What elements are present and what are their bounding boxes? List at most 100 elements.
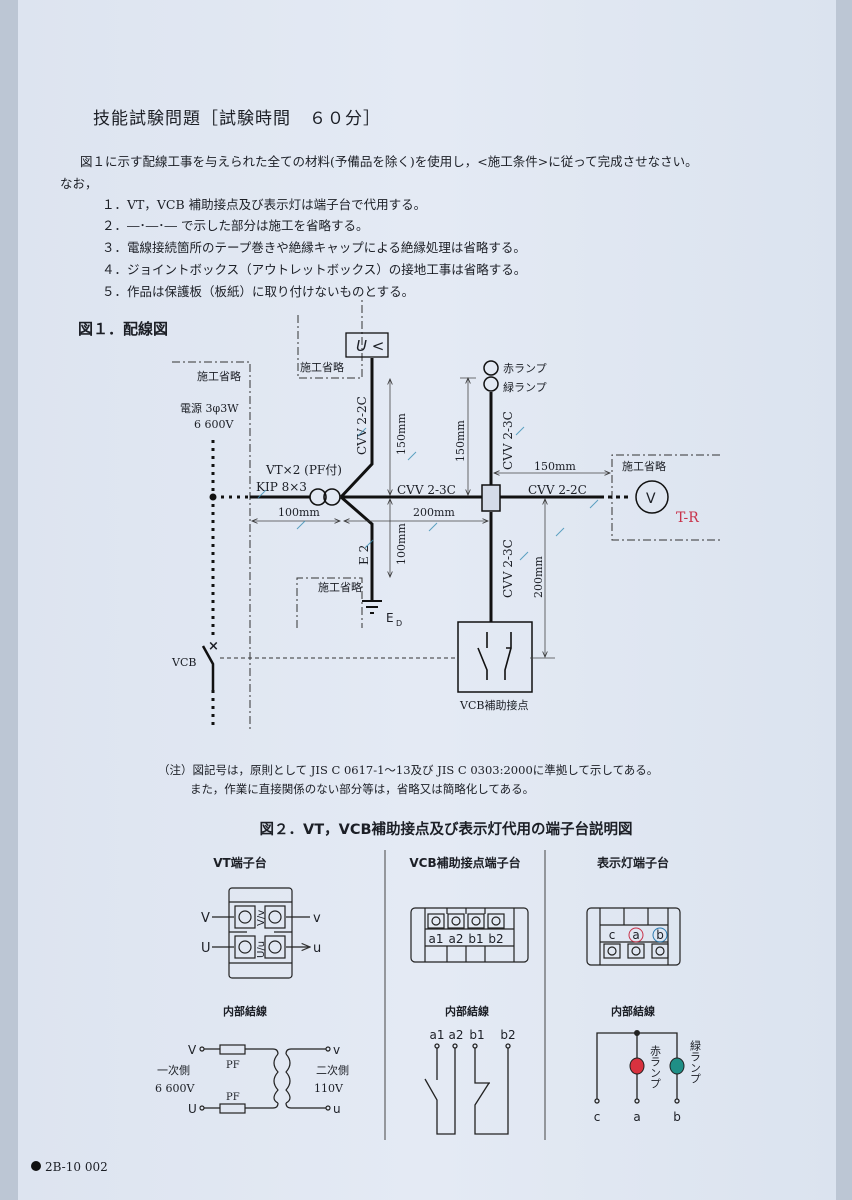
instruction-nao: なお， bbox=[60, 176, 98, 191]
vt-terminal-V: V bbox=[201, 911, 210, 926]
earth-label: E bbox=[386, 611, 394, 625]
vcb-internal-wiring bbox=[424, 1043, 511, 1135]
lamp-heading: 表示灯端子台 bbox=[596, 855, 669, 870]
instruction-intro: 図１に示す配線工事を与えられた全ての材料(予備品を除く)を使用し，<施工条件>に… bbox=[80, 154, 698, 169]
omitted-label: 施工省略 bbox=[197, 369, 241, 383]
cable-label: CVV 2-3C bbox=[501, 539, 515, 598]
vt-label-Vv: V/v bbox=[256, 910, 267, 926]
lamp-internal-terminal: b bbox=[673, 1110, 681, 1124]
junction-dot bbox=[634, 1030, 640, 1036]
page-title: 技能試験問題［試験時間 ６０分］ bbox=[93, 109, 381, 129]
condition-item: ２．―･―･― で示した部分は施工を省略する。 bbox=[102, 218, 369, 233]
condition-item: ３．電線接続箇所のテープ巻きや絶縁キャップによる絶縁処理は省略する。 bbox=[102, 240, 526, 255]
note-line-1: （注）図記号は，原則として JIS C 0617-1～13及び JIS C 03… bbox=[158, 763, 659, 777]
green-lamp-icon bbox=[669, 1057, 685, 1075]
vt-terminal-block bbox=[212, 887, 310, 979]
internal-heading: 内部結線 bbox=[223, 1004, 267, 1018]
vcb-heading: VCB補助接点端子台 bbox=[409, 855, 520, 870]
vt-terminal-U: U bbox=[201, 941, 211, 956]
voltmeter-label: V bbox=[646, 491, 656, 507]
power-source-label: 電源 3φ3W bbox=[180, 401, 239, 415]
voltmeter-icon bbox=[635, 480, 669, 514]
uv-relay-box bbox=[345, 332, 389, 358]
wire-earth bbox=[340, 495, 374, 600]
dimension-label: 100mm bbox=[395, 523, 408, 565]
lamp-terminal: c bbox=[609, 928, 616, 942]
earth-icon bbox=[362, 600, 382, 614]
vcb-terminal-block bbox=[410, 907, 529, 963]
pf-label: PF bbox=[226, 1092, 240, 1103]
cable-label: CVV 2-3C bbox=[501, 411, 515, 470]
lamp-internal-terminal: a bbox=[633, 1110, 640, 1124]
handwritten-note: T-R bbox=[676, 510, 699, 526]
secondary-voltage: 110V bbox=[314, 1082, 344, 1095]
junction-dot bbox=[209, 493, 217, 501]
primary-voltage: 6 600V bbox=[155, 1082, 195, 1095]
figure2-title: 図２．VT，VCB補助接点及び表示灯代用の端子台説明図 bbox=[259, 822, 633, 838]
power-voltage-label: 6 600V bbox=[194, 418, 234, 431]
wires bbox=[250, 360, 600, 622]
vcb-terminal: b2 bbox=[488, 932, 503, 946]
vcb-switch-symbol bbox=[201, 645, 215, 690]
internal-heading: 内部結線 bbox=[611, 1004, 655, 1018]
vcb-terminal: a1 bbox=[429, 932, 444, 946]
blue-circle-mark bbox=[652, 927, 668, 943]
lamp-terminal-block bbox=[586, 907, 681, 966]
red-lamp-label: 赤ランプ bbox=[649, 1045, 662, 1089]
vt-internal-u: u bbox=[333, 1102, 341, 1116]
vcb-terminal: b1 bbox=[468, 932, 483, 946]
vt-coil-icon bbox=[309, 488, 327, 506]
vt-label: VT×2 (PF付) bbox=[265, 463, 342, 477]
primary-label: 一次側 bbox=[157, 1063, 190, 1077]
green-lamp-label: 緑ランプ bbox=[503, 380, 547, 394]
omitted-label: 施工省略 bbox=[318, 580, 362, 594]
vcb-internal-terminal: b1 bbox=[469, 1028, 484, 1042]
vt-terminal-u: u bbox=[313, 941, 321, 956]
omitted-boundary-left bbox=[172, 361, 251, 730]
kip-label: KIP 8×3 bbox=[256, 480, 307, 494]
condition-item: １．VT，VCB 補助接点及び表示灯は端子台で代用する。 bbox=[102, 197, 427, 212]
dimension-lines bbox=[252, 378, 610, 659]
vcb-terminal: a2 bbox=[449, 932, 464, 946]
dimension-label: 150mm bbox=[454, 420, 467, 462]
omitted-label: 施工省略 bbox=[300, 360, 344, 374]
joint-box bbox=[481, 484, 501, 512]
vt-internal-V: V bbox=[188, 1043, 197, 1057]
red-circle-mark bbox=[628, 927, 644, 943]
vt-coil-icon bbox=[323, 488, 341, 506]
dimension-label: 100mm bbox=[278, 506, 320, 519]
green-lamp-icon bbox=[483, 376, 499, 392]
cable-label: CVV 2-2C bbox=[528, 483, 587, 497]
aux-contact-symbol bbox=[477, 632, 512, 680]
cable-label: CVV 2-2C bbox=[355, 396, 369, 455]
note-line-2: また，作業に直接関係のない部分等は，省略又は簡略化してある。 bbox=[190, 782, 535, 796]
vcb-trip-x: × bbox=[208, 639, 219, 654]
uv-relay-label: U < bbox=[356, 337, 384, 355]
omitted-boundary-relay bbox=[297, 300, 363, 379]
bullet-icon bbox=[31, 1161, 41, 1171]
dimension-label: 150mm bbox=[395, 413, 408, 455]
vt-internal-v: v bbox=[333, 1043, 340, 1057]
cable-label: CVV 2-3C bbox=[397, 483, 456, 497]
red-lamp-icon bbox=[483, 360, 499, 376]
footer-code: 2B-10 002 bbox=[45, 1160, 108, 1174]
lamp-terminal: a bbox=[632, 928, 639, 942]
vt-internal-U: U bbox=[188, 1102, 197, 1116]
red-lamp-icon bbox=[629, 1057, 645, 1075]
vcb-aux-box bbox=[457, 621, 533, 693]
vt-heading: VT端子台 bbox=[213, 855, 266, 870]
vt-internal-wiring bbox=[199, 1044, 331, 1114]
internal-heading: 内部結線 bbox=[445, 1004, 489, 1018]
paper-sheet bbox=[18, 0, 836, 1200]
dimension-label: 200mm bbox=[413, 506, 455, 519]
vcb-label: VCB bbox=[171, 656, 196, 669]
vcb-internal-terminal: a1 bbox=[430, 1028, 445, 1042]
wire-cvv22-relay bbox=[339, 360, 374, 499]
earth-subscript: D bbox=[396, 619, 402, 628]
vt-label-Uu: U/u bbox=[256, 941, 267, 958]
green-lamp-label: 緑ランプ bbox=[689, 1039, 702, 1084]
lamp-internal-terminal: c bbox=[594, 1110, 601, 1124]
dimension-label: 150mm bbox=[534, 460, 576, 473]
